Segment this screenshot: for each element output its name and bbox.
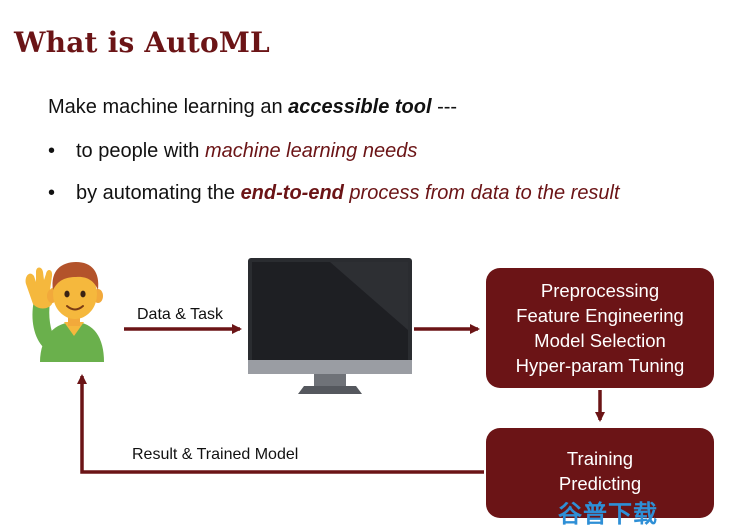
process-step: Preprocessing <box>540 280 660 301</box>
bullet-item: • to people with machine learning needs <box>48 140 417 163</box>
bullet-item: • by automating the end-to-end process fr… <box>48 182 620 205</box>
lead-emphasis: accessible tool <box>288 96 432 118</box>
edge-label-data-task: Data & Task <box>137 306 223 323</box>
automl-process-box: Preprocessing Feature Engineering Model … <box>486 268 714 388</box>
process-step: Feature Engineering <box>516 305 684 326</box>
lead-sentence: Make machine learning an accessible tool… <box>48 96 457 119</box>
person-waving-icon <box>25 262 104 362</box>
process-step: Hyper-param Tuning <box>515 355 685 376</box>
lead-suffix: --- <box>431 96 458 118</box>
bullet-prefix: to people with <box>76 140 205 162</box>
slide-title: What is AutoML <box>14 26 270 59</box>
training-step: Predicting <box>558 473 642 494</box>
bullet-marker: • <box>48 182 56 204</box>
bullet-marker: • <box>48 140 56 162</box>
arrow-result-return <box>77 374 484 474</box>
lead-prefix: Make machine learning an <box>48 96 289 118</box>
bullet-strong: end-to-end <box>240 182 344 204</box>
process-step: Model Selection <box>534 330 666 351</box>
training-step: Training <box>566 448 634 469</box>
computer-monitor-icon <box>248 258 412 394</box>
watermark-logo: 谷普下载 <box>558 500 658 528</box>
training-box: Training Predicting <box>486 428 714 518</box>
bullet-prefix: by automating the <box>76 182 241 204</box>
bullet-emphasis: process from data to the result <box>343 182 620 204</box>
bullet-emphasis: machine learning needs <box>204 140 418 162</box>
edge-label-result: Result & Trained Model <box>132 446 299 463</box>
